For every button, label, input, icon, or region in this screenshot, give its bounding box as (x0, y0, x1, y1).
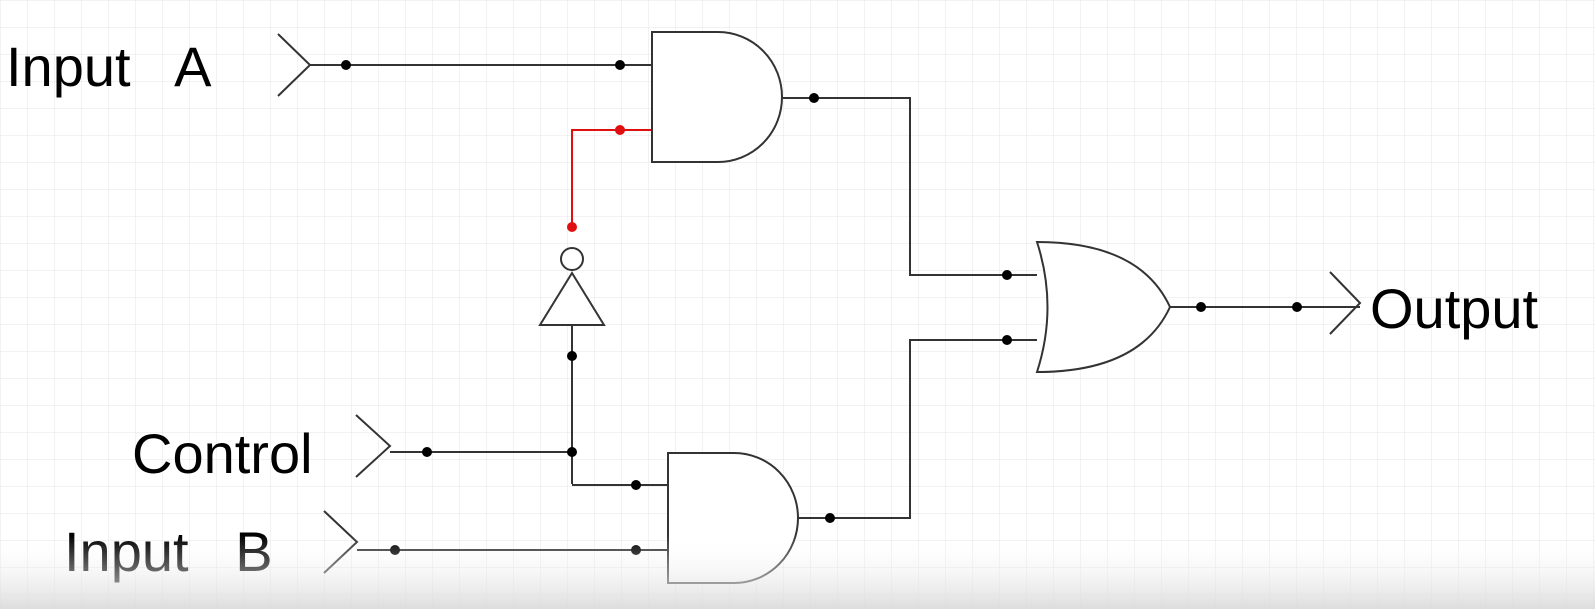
node-dot (631, 480, 641, 490)
node-dot (615, 125, 625, 135)
node-dot (1002, 335, 1012, 345)
node-dot (1196, 302, 1206, 312)
node-dot (809, 93, 819, 103)
not-gate-bubble (560, 247, 584, 271)
and-gate-top (651, 31, 783, 163)
node-dot (615, 60, 625, 70)
output-terminal (1329, 271, 1362, 335)
control-terminal (355, 414, 392, 478)
output-label: Output (1370, 277, 1539, 340)
input-a-label: Input A (6, 35, 212, 98)
wire-inverter-to-and-top (571, 129, 652, 227)
node-dot (567, 351, 577, 361)
node-dot (341, 60, 351, 70)
or-gate (1035, 240, 1172, 374)
bottom-fade (0, 535, 1595, 609)
node-dot (422, 447, 432, 457)
node-dot (567, 222, 577, 232)
wire-and-bottom-to-or (798, 339, 1037, 519)
node-dot (1002, 270, 1012, 280)
not-gate (538, 271, 606, 326)
node-dot (1292, 302, 1302, 312)
control-label: Control (132, 422, 313, 485)
wire-and-top-to-or (782, 97, 1037, 276)
node-dot (567, 447, 577, 457)
node-dot (825, 513, 835, 523)
